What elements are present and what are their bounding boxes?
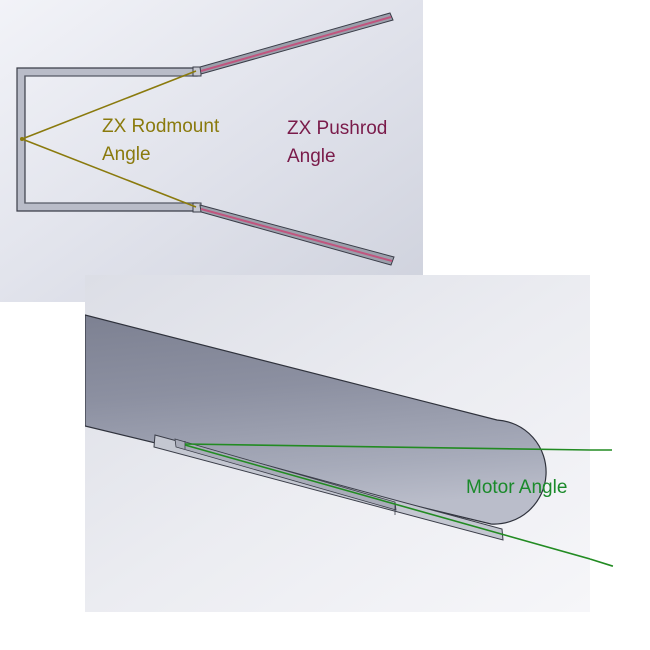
motor-tube bbox=[85, 314, 547, 525]
lower-rod-end bbox=[192, 202, 202, 213]
lower-pushrod bbox=[199, 204, 395, 266]
rodmount-angle-label: ZX Rodmount Angle bbox=[102, 113, 219, 169]
pushrod-label-line2: Angle bbox=[287, 146, 336, 167]
pushrod-angle-label: ZX Pushrod Angle bbox=[287, 115, 387, 171]
rodmount-label-line1: ZX Rodmount bbox=[102, 116, 220, 137]
motor-angle-lines bbox=[184, 443, 590, 560]
side-view-canvas bbox=[85, 275, 590, 612]
upper-pushrod bbox=[199, 12, 394, 75]
motor-angle-label: Motor Angle bbox=[466, 477, 568, 498]
rodmount-label-line2: Angle bbox=[102, 144, 151, 165]
rodmount-angle-lines bbox=[20, 70, 197, 208]
pushrod-label-line1: ZX Pushrod bbox=[287, 118, 388, 139]
top-view-canvas bbox=[0, 0, 423, 302]
side-view-panel bbox=[85, 275, 590, 612]
top-view-panel: ZX Rodmount Angle ZX Pushrod Angle bbox=[0, 0, 423, 302]
